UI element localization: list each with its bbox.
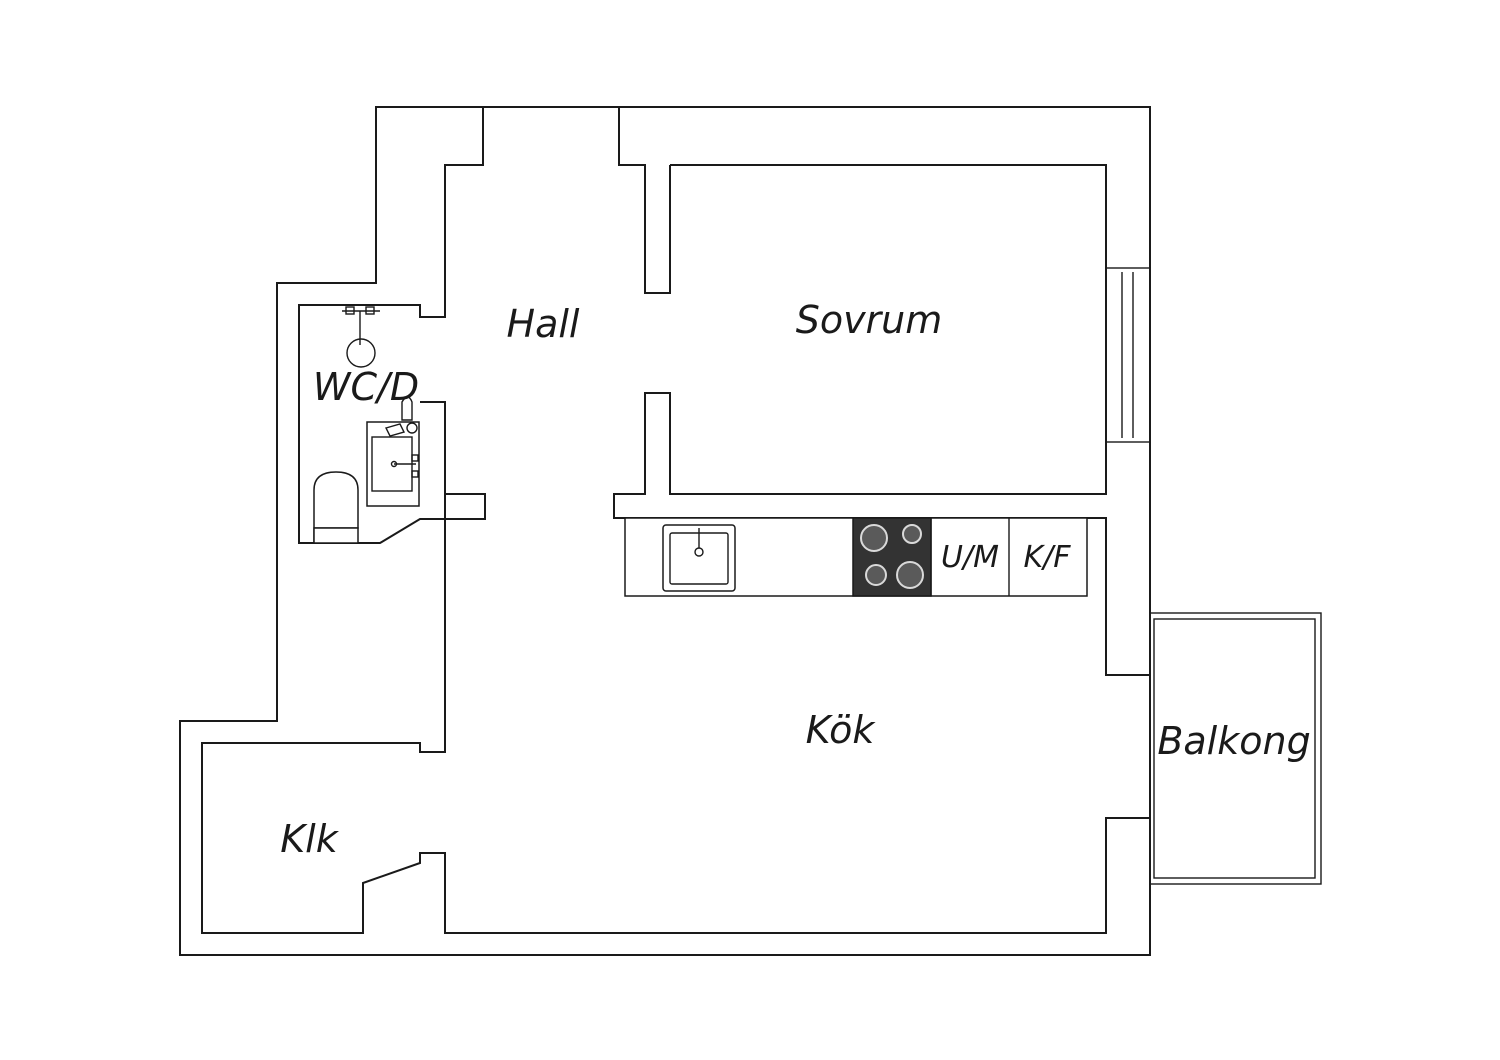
bedroom-door-jamb bbox=[618, 107, 671, 294]
kitchen-sink bbox=[662, 524, 736, 592]
burner-icon bbox=[865, 564, 887, 586]
toilet bbox=[313, 471, 359, 544]
burner-icon bbox=[860, 524, 888, 552]
room-label-hall: Hall bbox=[507, 302, 580, 346]
wash-basin bbox=[366, 421, 420, 507]
room-label-kok: Kök bbox=[806, 708, 877, 752]
tap-icon bbox=[384, 396, 418, 437]
kitchen-west-wall bbox=[201, 519, 1150, 934]
burner-icon bbox=[902, 524, 922, 544]
room-label-klk: Klk bbox=[280, 817, 339, 861]
balcony-outline bbox=[1149, 612, 1322, 885]
hall-west-wall-lower bbox=[444, 402, 486, 520]
bedroom-inner-wall bbox=[613, 164, 1150, 676]
oven-microwave-label: U/M bbox=[941, 540, 999, 575]
shower-fixture bbox=[342, 306, 380, 368]
room-label-balkong: Balkong bbox=[1157, 719, 1310, 763]
bedroom-window bbox=[1105, 267, 1151, 443]
burner-icon bbox=[896, 561, 924, 589]
room-label-sovrum: Sovrum bbox=[796, 298, 943, 342]
room-label-wc: WC/D bbox=[313, 365, 419, 409]
fridge-freezer-label: K/F bbox=[1023, 540, 1071, 575]
kitchen-counter: U/M K/F bbox=[624, 517, 1088, 597]
